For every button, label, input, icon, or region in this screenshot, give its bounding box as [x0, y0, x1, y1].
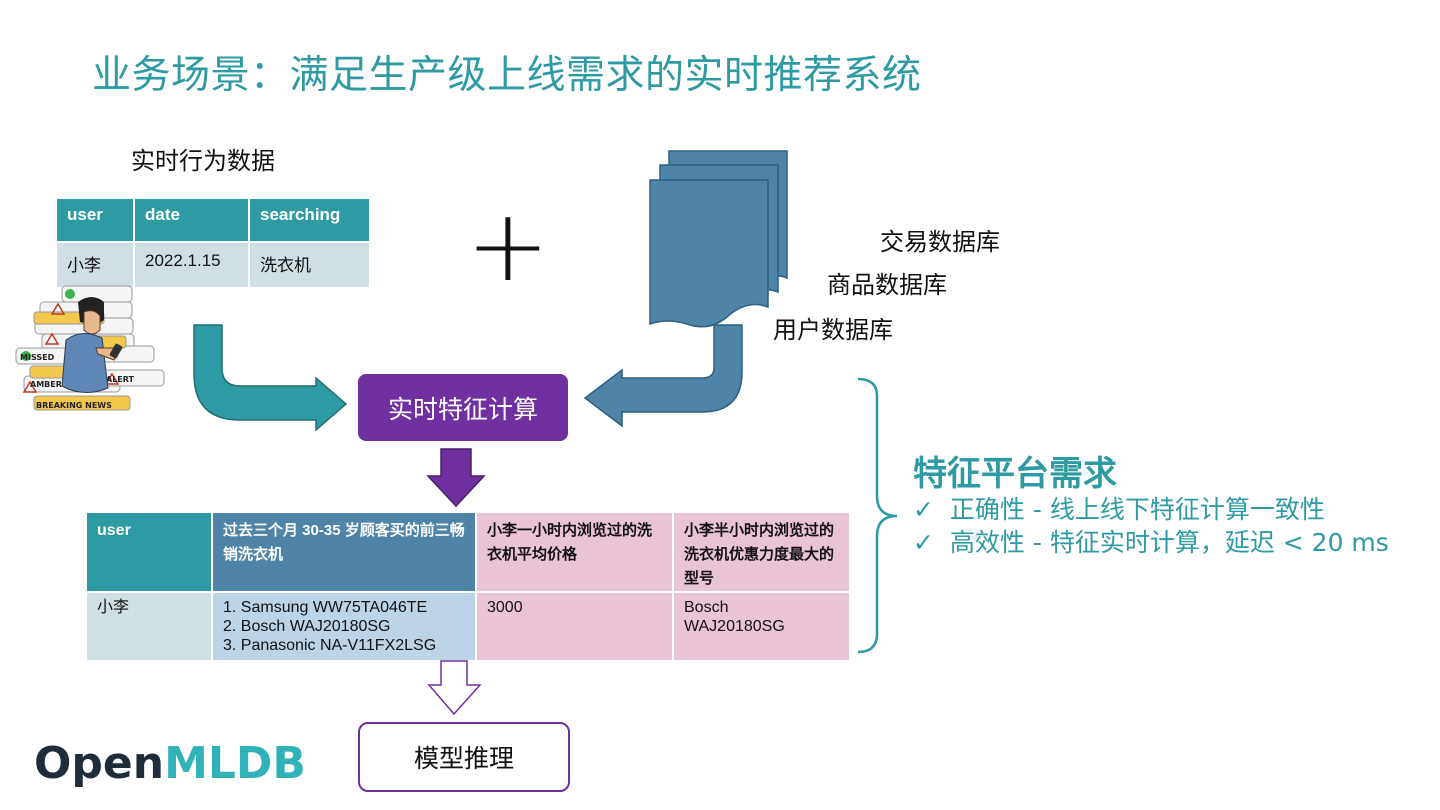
realtime-feature-compute-box: 实时特征计算: [358, 374, 568, 441]
list-item: 3. Panasonic NA-V11FX2LSG: [223, 637, 437, 654]
check-icon: ✓: [913, 495, 934, 524]
header-best-deal: 小李半小时内浏览过的洗衣机优惠力度最大的型号: [674, 513, 849, 591]
teal-bent-arrow: [193, 324, 348, 432]
table-header-row: user date searching: [57, 199, 369, 241]
cell-avg-price: 3000: [477, 593, 672, 660]
feature-table: user 过去三个月 30-35 岁顾客买的前三畅销洗衣机 小李一小时内浏览过的…: [85, 511, 851, 662]
requirement-item: ✓ 高效性 - 特征实时计算，延迟 < 20 ms: [913, 523, 1389, 559]
requirement-text: 高效性 - 特征实时计算，延迟 < 20 ms: [949, 528, 1389, 557]
svg-text:AMBER: AMBER: [30, 380, 62, 389]
cell-searching: 洗衣机: [250, 243, 369, 287]
table-row: 小李 1. Samsung WW75TA046TE 2. Bosch WAJ20…: [87, 593, 849, 660]
check-icon: ✓: [913, 528, 934, 557]
svg-text:ALERT: ALERT: [106, 375, 135, 384]
blue-bent-arrow: [583, 324, 743, 428]
cell-top3: 1. Samsung WW75TA046TE 2. Bosch WAJ20180…: [213, 593, 475, 660]
logo-open: Open: [34, 738, 165, 789]
user-db-label: 用户数据库: [773, 316, 893, 344]
product-db-label: 商品数据库: [827, 271, 947, 299]
cell-date: 2022.1.15: [135, 243, 248, 287]
transaction-db-label: 交易数据库: [880, 228, 1000, 256]
documents-icon: [649, 150, 788, 328]
plus-sign: +: [466, 187, 550, 304]
outline-down-arrow: [427, 660, 482, 716]
table-header-row: user 过去三个月 30-35 岁顾客买的前三畅销洗衣机 小李一小时内浏览过的…: [87, 513, 849, 591]
best-deal-model: WAJ20180SG: [684, 618, 785, 635]
table-row: 小李 2022.1.15 洗衣机: [57, 243, 369, 287]
header-user: user: [57, 199, 133, 241]
header-avg-price: 小李一小时内浏览过的洗衣机平均价格: [477, 513, 672, 591]
requirement-item: ✓ 正确性 - 线上线下特征计算一致性: [913, 490, 1325, 526]
realtime-data-table: user date searching 小李 2022.1.15 洗衣机: [55, 197, 371, 289]
header-top3-washers: 过去三个月 30-35 岁顾客买的前三畅销洗衣机: [213, 513, 475, 591]
requirements-title: 特征平台需求: [913, 454, 1117, 494]
cell-user: 小李: [57, 243, 133, 287]
logo-mldb: MLDB: [164, 738, 306, 789]
header-user: user: [87, 513, 211, 591]
list-item: 2. Bosch WAJ20180SG: [223, 618, 391, 635]
model-inference-box: 模型推理: [358, 722, 570, 792]
cell-user: 小李: [87, 593, 211, 660]
purple-down-arrow: [426, 448, 486, 508]
svg-text:MISSED: MISSED: [20, 353, 55, 362]
requirement-text: 正确性 - 线上线下特征计算一致性: [949, 495, 1325, 524]
svg-text:BREAKING NEWS: BREAKING NEWS: [36, 401, 112, 410]
openmldb-logo: OpenMLDB: [34, 738, 306, 789]
list-item: 1. Samsung WW75TA046TE: [223, 599, 428, 616]
header-date: date: [135, 199, 248, 241]
header-searching: searching: [250, 199, 369, 241]
page-title: 业务场景：满足生产级上线需求的实时推荐系统: [92, 53, 922, 98]
person-phone-illustration: BREAKING NEWS MISSED ALERT AMBER: [15, 285, 165, 411]
best-deal-brand: Bosch: [684, 599, 729, 616]
cell-best-deal: Bosch WAJ20180SG: [674, 593, 849, 660]
right-brace: [857, 377, 898, 654]
realtime-data-label: 实时行为数据: [131, 147, 275, 175]
